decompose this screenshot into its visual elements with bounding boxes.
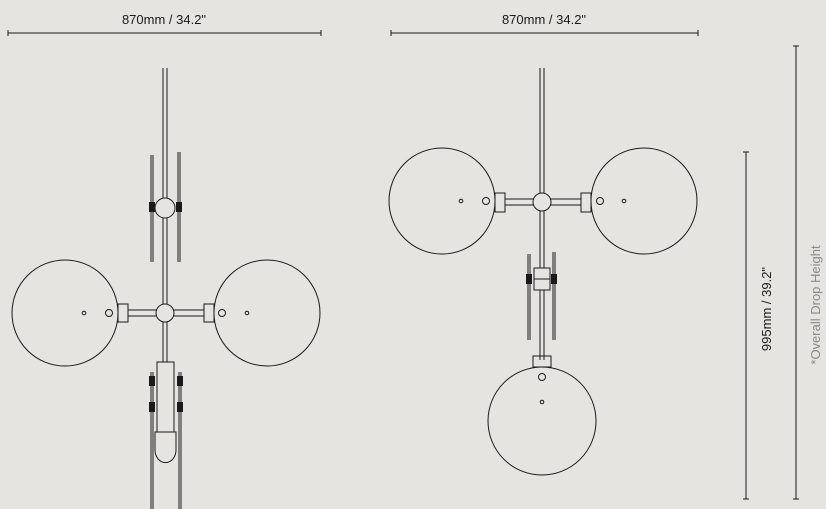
left-width-dimension: 870mm / 34.2" <box>7 12 322 36</box>
lower-pendant <box>149 361 183 509</box>
left-width-label: 870mm / 34.2" <box>122 12 206 27</box>
middle-knuckle <box>526 252 557 340</box>
top-left-globe <box>388 147 534 255</box>
overall-drop-note: *Overall Drop Height <box>808 245 823 365</box>
upper-hub <box>532 192 552 212</box>
top-right-globe <box>551 147 698 255</box>
center-hub <box>155 303 175 323</box>
right-globe <box>174 259 321 367</box>
upper-knuckle <box>149 152 182 262</box>
height-label: 995mm / 39.2" <box>759 267 774 351</box>
height-dimension: 995mm / 39.2" <box>743 151 774 500</box>
bottom-globe <box>487 355 597 476</box>
right-width-dimension: 870mm / 34.2" <box>390 12 699 36</box>
right-width-label: 870mm / 34.2" <box>502 12 586 27</box>
overall-drop-dimension: *Overall Drop Height <box>793 45 823 500</box>
right-fixture-side-view <box>388 68 698 476</box>
left-fixture-front-view <box>11 68 321 509</box>
left-globe <box>11 259 157 367</box>
